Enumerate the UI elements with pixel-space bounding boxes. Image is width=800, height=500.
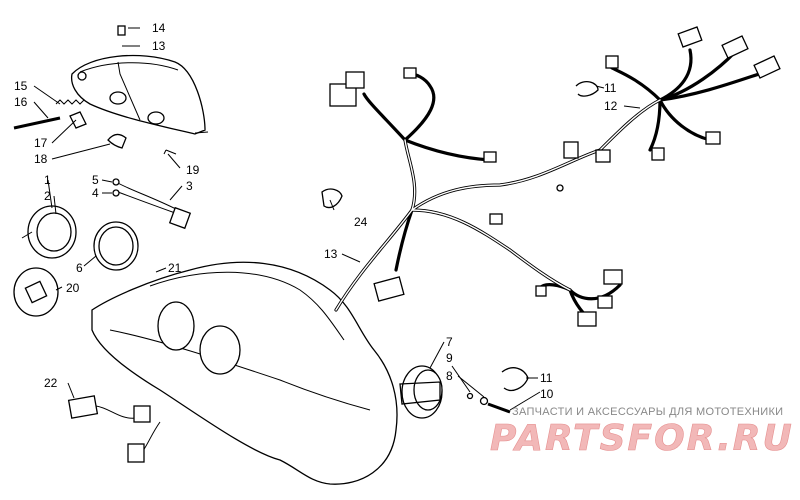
callout-11-upper: 11	[604, 81, 617, 95]
watermark-tagline: ЗАПЧАСТИ И АКСЕССУАРЫ ДЛЯ МОТОТЕХНИКИ	[512, 406, 783, 418]
callout-14: 13	[152, 39, 166, 53]
callout-6: 6	[76, 261, 83, 275]
callout-23: 22	[44, 376, 58, 390]
callout-18: 17	[34, 136, 48, 150]
watermark-logo: PARTSFOR.RU	[490, 418, 794, 459]
callout-16: 15	[14, 79, 28, 93]
callout-9: 9	[446, 351, 453, 365]
tachometer-assembly	[399, 80, 599, 419]
callout-15: 14	[152, 21, 166, 35]
callout-19: 18	[34, 152, 48, 166]
callout-10: 10	[540, 387, 554, 401]
callout-11-lower: 11	[540, 371, 553, 385]
callouts: 14 13 15 16 17 18 19 1 2 5 4 3 6 20 21 2…	[14, 21, 618, 401]
callout-12: 12	[604, 99, 618, 113]
dash-console	[91, 261, 398, 485]
callout-17: 16	[14, 95, 28, 109]
speedometer-assembly	[13, 178, 192, 317]
callout-2: 2	[44, 189, 51, 203]
callout-3: 3	[186, 179, 193, 193]
callout-8: 8	[446, 369, 453, 383]
wiring-harness	[321, 26, 781, 327]
taillight-harness	[67, 395, 161, 463]
callout-13: 13	[324, 247, 338, 261]
callout-21: 20	[66, 281, 80, 295]
watermark: ЗАПЧАСТИ И АКСЕССУАРЫ ДЛЯ МОТОТЕХНИКИ PA…	[490, 406, 794, 459]
callout-1: 1	[44, 173, 51, 187]
callout-7: 7	[446, 335, 453, 349]
callout-22: 21	[168, 261, 182, 275]
callout-4: 4	[92, 186, 99, 200]
headlight-assembly	[13, 25, 209, 155]
callout-24: 24	[354, 215, 368, 229]
leader-lines	[33, 27, 641, 411]
callout-20: 19	[186, 163, 200, 177]
callout-5: 5	[92, 173, 99, 187]
